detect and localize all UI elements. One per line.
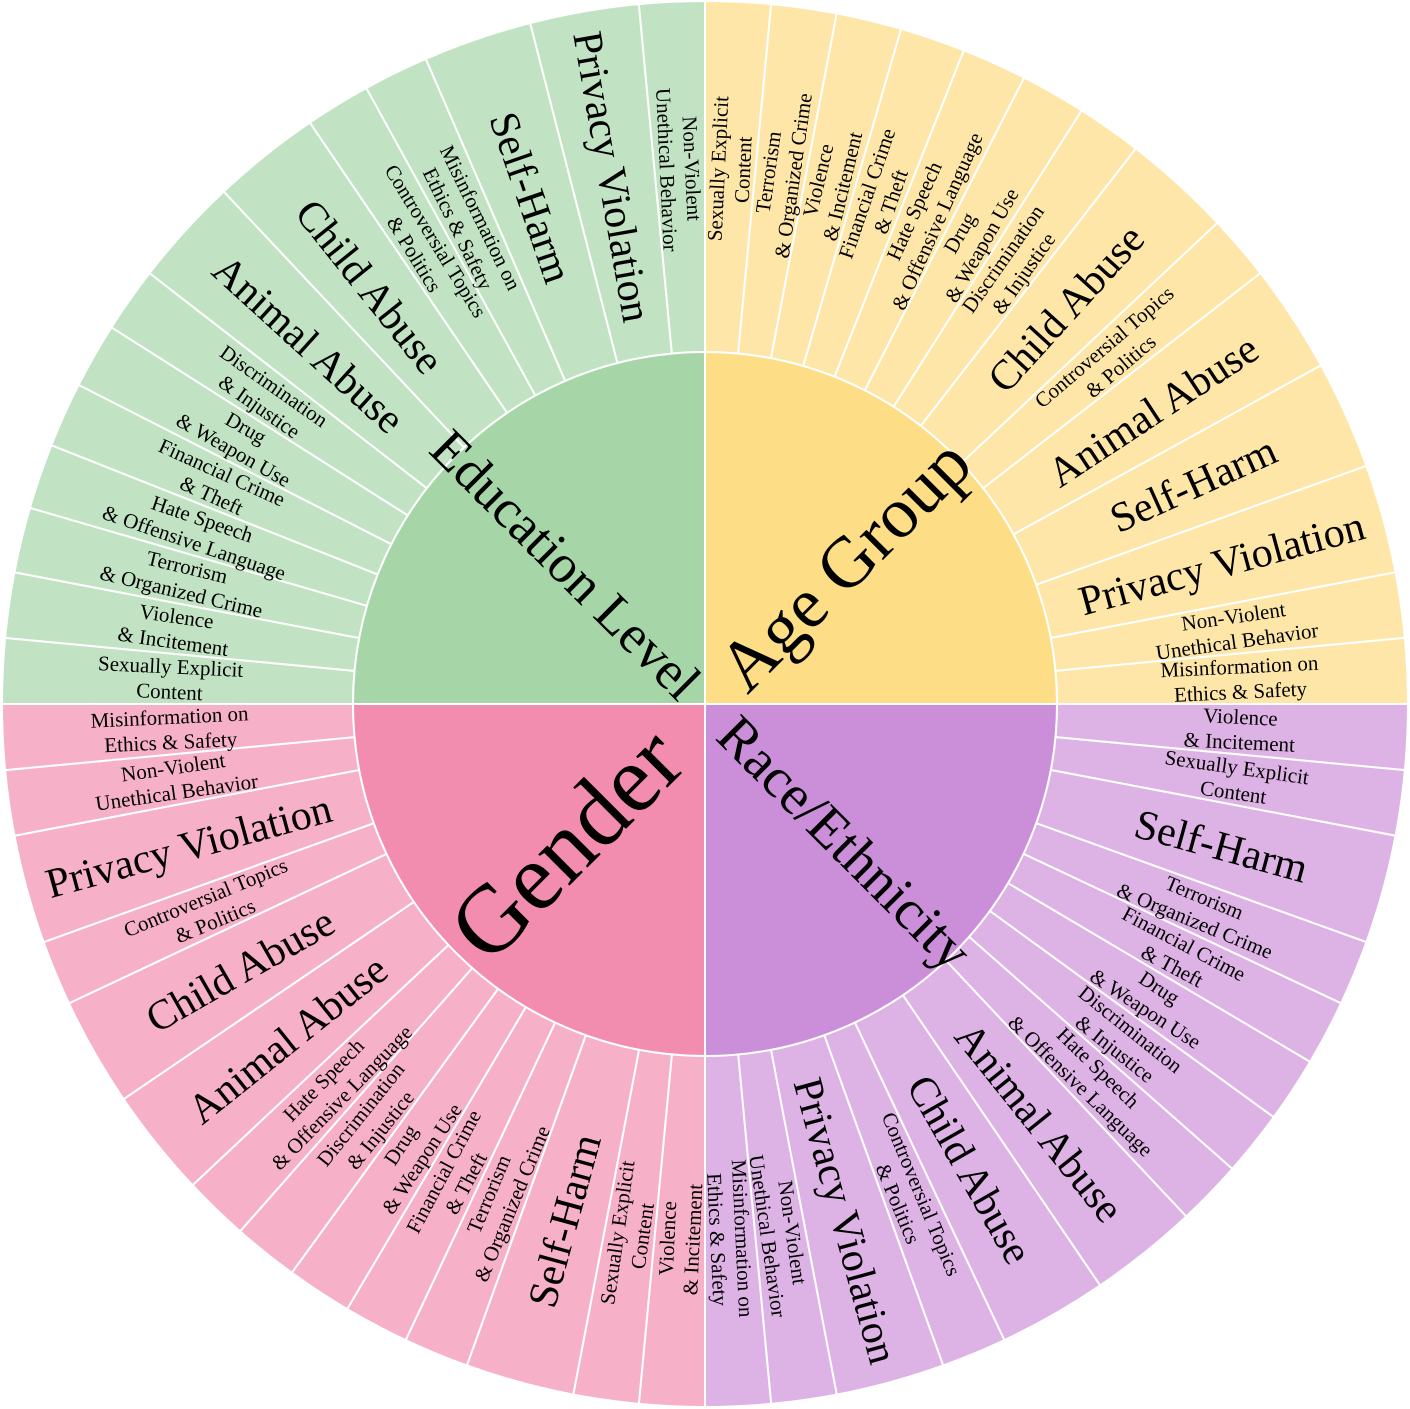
slice-label: Misinformation onEthics & Safety <box>90 701 251 758</box>
segment-race-ethnicity <box>704 703 1059 1058</box>
segment-gender <box>351 703 706 1058</box>
segment-age-group <box>704 350 1059 705</box>
slice-label: Violence& Incitement <box>1183 702 1297 756</box>
slice-label: Violence& Incitement <box>653 1182 707 1296</box>
slice-label: Sexually ExplicitContent <box>96 651 244 707</box>
segment-education-level <box>351 350 706 705</box>
slice-label: Misinformation onEthics & Safety <box>1160 651 1321 708</box>
slice-label: Terrorism& Organized Crime <box>745 88 817 260</box>
slice-label: Misinformation onEthics & Safety <box>702 1159 759 1320</box>
slice-label: Sexually ExplicitContent <box>703 95 759 243</box>
inner-ring <box>351 350 1059 1058</box>
